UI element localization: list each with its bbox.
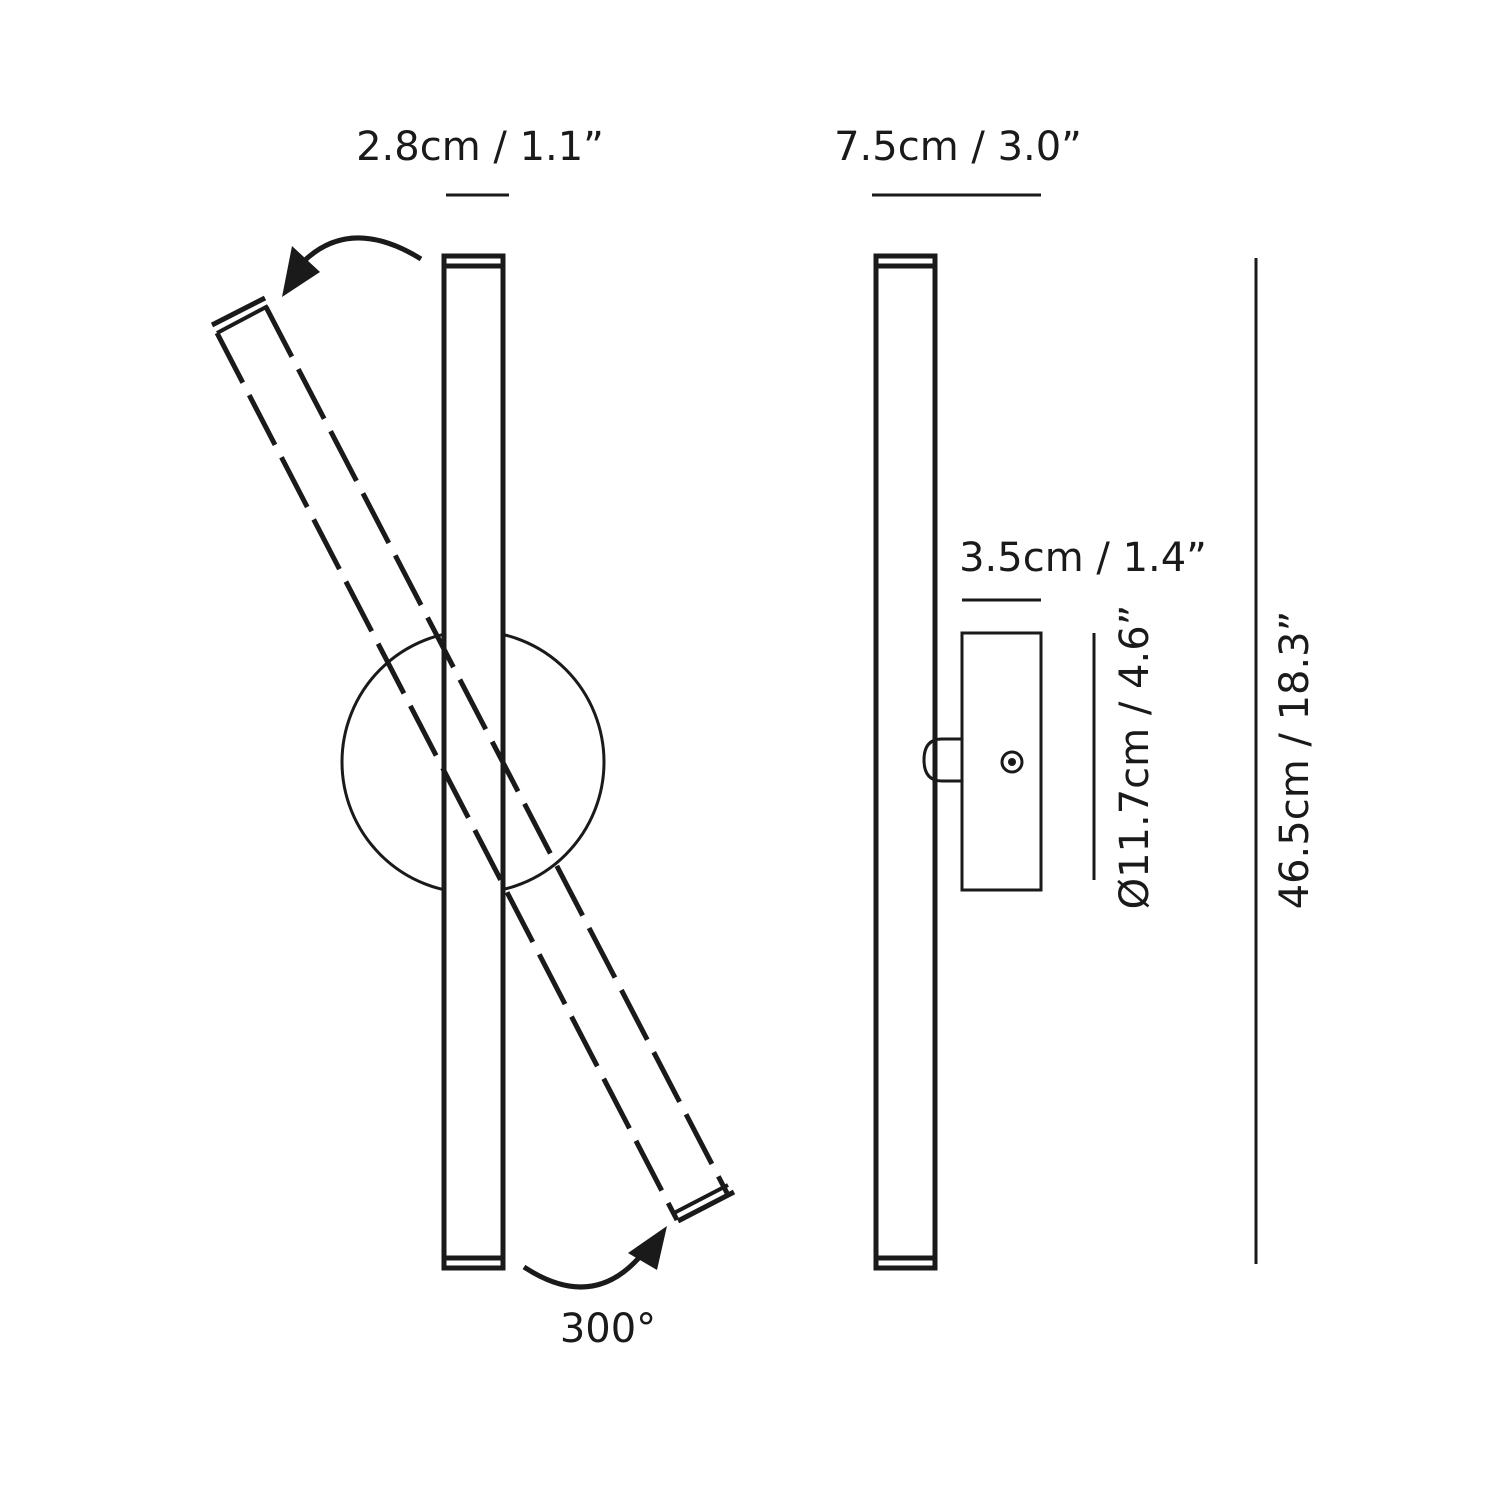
rotated-bar-right-edge [263,305,730,1195]
base-diameter-label: Ø11.7cm / 4.6” [1112,605,1158,910]
rotation-arrow-top-head [282,246,320,297]
mount-screw-outer [1000,750,1024,774]
rotation-arrow-bottom-head [628,1226,667,1270]
light-bar-front-body [441,253,506,1271]
light-bar-rotated [210,295,736,1224]
side-depth-label: 7.5cm / 3.0” [834,124,1082,170]
rotation-arrow-top [282,235,423,297]
base-depth-label: 3.5cm / 1.4” [959,535,1207,581]
rotation-arrow-top-arc [300,235,423,265]
rotated-bar-cap-bottom [676,1189,736,1224]
rotated-bar-cap-top [210,295,267,328]
front-view: 2.8cm / 1.1” 300° [210,124,736,1352]
light-bar-side [873,253,938,1271]
light-bar-front [441,253,506,1271]
side-view: 7.5cm / 3.0” 3.5cm / 1.4” Ø11.7cm / 4.6”… [834,124,1318,1271]
front-width-label: 2.8cm / 1.1” [356,124,604,170]
rotation-arrow-bottom-arc [522,1251,645,1290]
height-label: 46.5cm / 18.3” [1272,611,1318,910]
light-bar-side-body [873,253,938,1271]
rotation-angle-label: 300° [560,1306,656,1352]
rotation-arrow-bottom [522,1226,667,1290]
rotated-bar-cap-bottom-inner [673,1183,729,1215]
rotated-bar-cap-top-inner [216,304,269,335]
mount-screw-inner [1008,758,1016,766]
rotated-bar-left-edge [214,331,680,1222]
pivot-joint [922,737,962,783]
